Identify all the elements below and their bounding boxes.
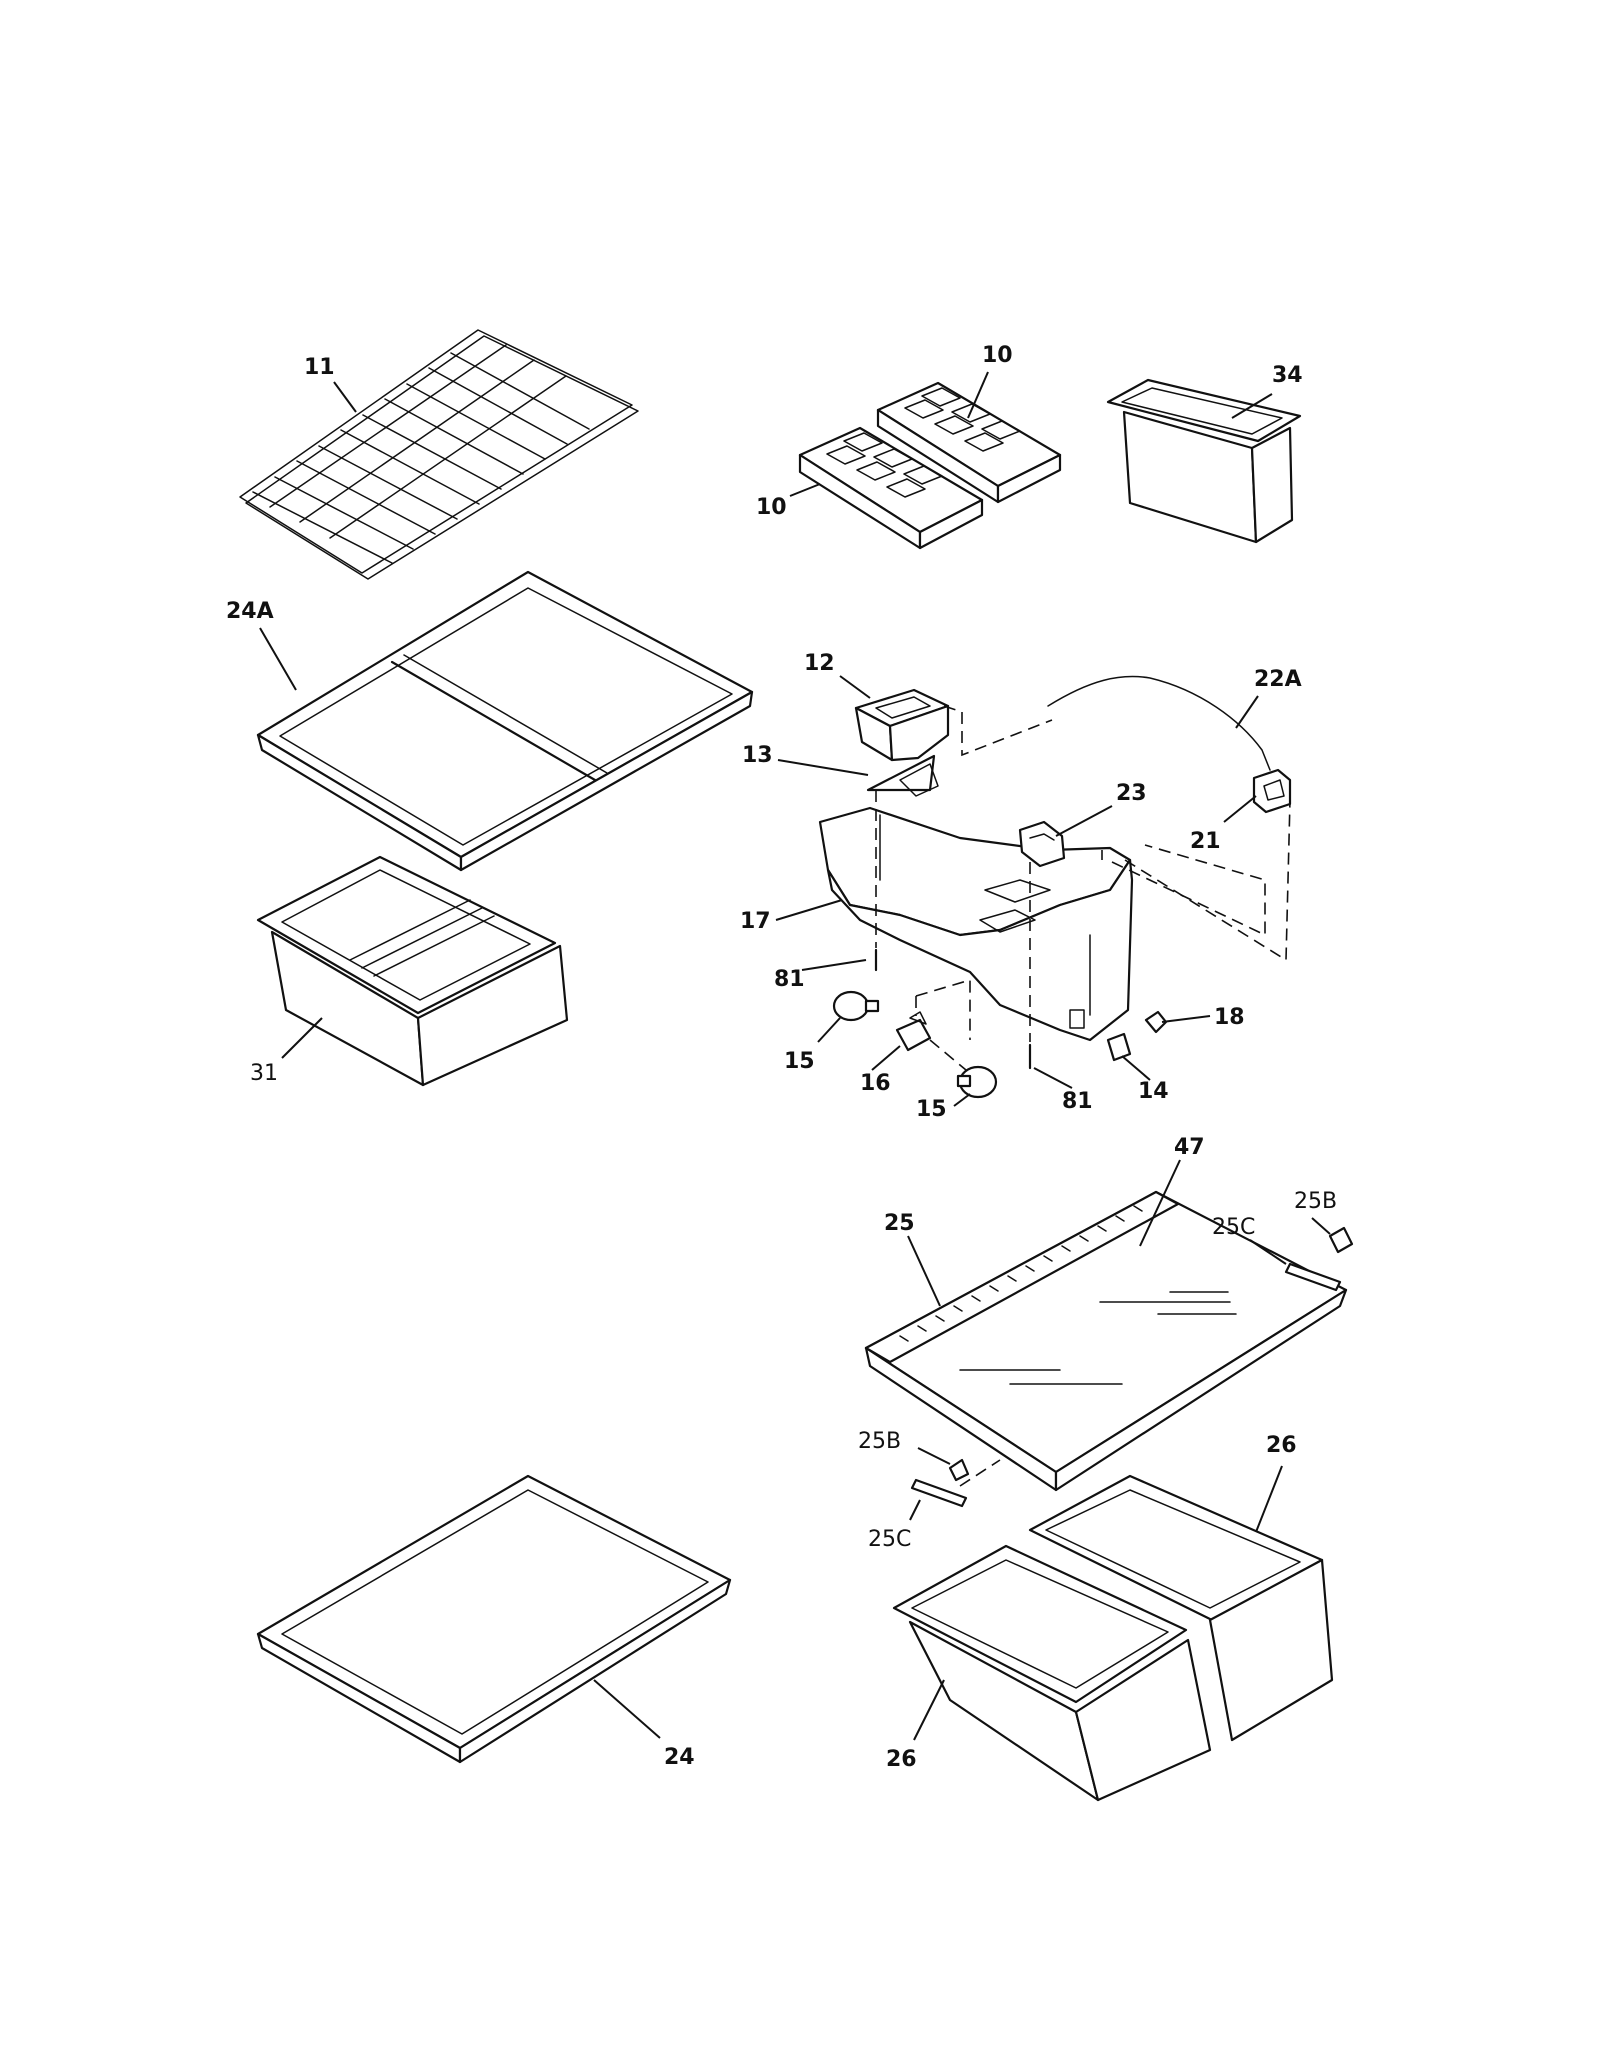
- part-24-shelf: [256, 1474, 732, 1764]
- callout-81-left: 81: [774, 967, 805, 992]
- callout-18: 18: [1214, 1005, 1245, 1030]
- callout-25: 25: [884, 1211, 915, 1236]
- callout-47: 47: [1174, 1135, 1205, 1160]
- part-14-switch: [1106, 1032, 1132, 1062]
- part-21-sensor: [1252, 768, 1292, 814]
- callout-81-right: 81: [1062, 1089, 1093, 1114]
- part-25B-clip-bottom: [948, 1458, 970, 1482]
- callout-labels: 11 10 10 34 24A 12 22A 13 23 21 17 81 18…: [226, 343, 1337, 1772]
- callout-17: 17: [740, 909, 771, 934]
- callout-12: 12: [804, 651, 835, 676]
- callout-25C-bottom: 25C: [868, 1527, 911, 1552]
- part-15-bulb-a: [832, 990, 880, 1022]
- part-11-wire-shelf: [239, 329, 639, 580]
- leader-lines: [259, 371, 1331, 1741]
- part-17-control-housing: [818, 806, 1134, 1042]
- part-10-ice-tray-lower: [798, 426, 984, 550]
- part-25-vented-frame: [864, 1190, 1180, 1364]
- part-31-pan: [256, 855, 569, 1087]
- callout-25B-top: 25B: [1294, 1189, 1337, 1214]
- part-26-drawer-front: [892, 1544, 1212, 1802]
- callout-26-left: 26: [886, 1747, 917, 1772]
- bracket-dashed-line: [959, 1459, 1001, 1487]
- callout-15-left: 15: [784, 1049, 815, 1074]
- part-25C-bracket-bottom: [910, 1478, 968, 1508]
- callout-23: 23: [1116, 781, 1147, 806]
- callout-24A: 24A: [226, 599, 274, 624]
- callout-13: 13: [742, 743, 773, 768]
- callout-11: 11: [304, 355, 335, 380]
- part-23-control: [1018, 820, 1066, 868]
- callout-14: 14: [1138, 1079, 1169, 1104]
- callout-10-upper: 10: [982, 343, 1013, 368]
- callout-26-right: 26: [1266, 1433, 1297, 1458]
- part-15-bulb-b: [956, 1065, 998, 1099]
- callout-25C-top: 25C: [1212, 1215, 1255, 1240]
- assembly-dashed-lines: [875, 705, 1291, 1071]
- part-12-bulb-cover: [854, 688, 950, 762]
- part-16-socket: [895, 1011, 932, 1052]
- part-25B-clip-top: [1328, 1226, 1354, 1254]
- callout-31: 31: [250, 1061, 278, 1086]
- callout-22A: 22A: [1254, 667, 1302, 692]
- callout-24: 24: [664, 1745, 695, 1770]
- callout-21: 21: [1190, 829, 1221, 854]
- part-34-bin: [1106, 378, 1302, 544]
- callout-15-right: 15: [916, 1097, 947, 1122]
- part-13-deflector: [866, 754, 939, 797]
- part-26-drawer-back: [1028, 1474, 1334, 1742]
- callout-34: 34: [1272, 363, 1303, 388]
- part-22A-capillary-tube: [1047, 675, 1271, 771]
- part-10-ice-tray-upper: [876, 381, 1062, 504]
- part-24A-shelf: [256, 570, 754, 872]
- callout-10-lower: 10: [756, 495, 787, 520]
- callout-25B-bottom: 25B: [858, 1429, 901, 1454]
- part-47-glass-cover: [864, 1190, 1348, 1492]
- callout-16: 16: [860, 1071, 891, 1096]
- part-25C-bracket-top: [1284, 1262, 1342, 1292]
